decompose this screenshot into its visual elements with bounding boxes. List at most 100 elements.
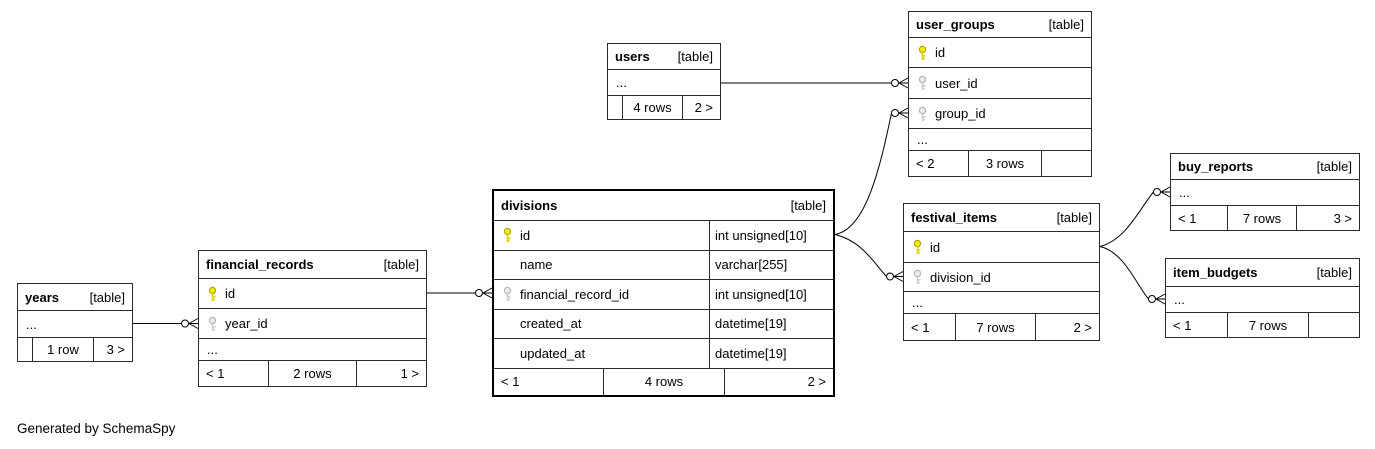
column-name: created_at bbox=[520, 316, 582, 332]
column-name: group_id bbox=[935, 106, 986, 121]
table-header[interactable]: buy_reports [table] bbox=[1171, 154, 1359, 180]
primary-key-icon bbox=[912, 239, 924, 255]
column-name: financial_record_id bbox=[520, 286, 630, 302]
table-buy_reports[interactable]: buy_reports [table] ... < 1 7 rows 3 > bbox=[1170, 153, 1360, 231]
column-name: ... bbox=[26, 316, 37, 332]
footer-rowcount: 7 rows bbox=[1228, 206, 1297, 230]
column-type: int unsigned[10] bbox=[709, 280, 833, 309]
table-name[interactable]: festival_items bbox=[911, 210, 997, 225]
table-footer: < 1 7 rows 3 > bbox=[1171, 206, 1359, 230]
edge-users-to-user_groups bbox=[721, 77, 909, 89]
table-name[interactable]: item_budgets bbox=[1173, 265, 1258, 280]
column-row-id: id int unsigned[10] bbox=[494, 221, 833, 251]
foreign-key-icon bbox=[207, 316, 219, 332]
table-name[interactable]: buy_reports bbox=[1178, 159, 1254, 174]
column-name: ... bbox=[616, 75, 627, 90]
foreign-key-icon bbox=[917, 106, 929, 122]
table-item_budgets[interactable]: item_budgets [table] ... < 1 7 rows bbox=[1165, 258, 1360, 338]
column-name: division_id bbox=[930, 269, 991, 285]
column-name: ... bbox=[917, 132, 928, 147]
table-festival_items[interactable]: festival_items [table] id division_id ..… bbox=[903, 203, 1100, 341]
column-name: updated_at bbox=[520, 345, 586, 361]
column-row-id: id bbox=[904, 232, 1099, 263]
column-type: varchar[255] bbox=[709, 250, 833, 279]
footer-parents[interactable]: < 2 bbox=[909, 151, 969, 176]
footer-rowcount: 4 rows bbox=[623, 96, 683, 119]
primary-key-icon bbox=[502, 227, 514, 243]
footer-children[interactable]: 3 > bbox=[106, 342, 125, 357]
column-row-id: id bbox=[199, 279, 426, 309]
table-footer: 4 rows 2 > bbox=[608, 96, 720, 119]
footer-parents[interactable]: < 1 bbox=[494, 368, 604, 395]
column-row-updated_at: updated_at datetime[19] bbox=[494, 339, 833, 369]
column-row-financial_record_id: financial_record_id int unsigned[10] bbox=[494, 280, 833, 310]
table-name[interactable]: financial_records bbox=[206, 257, 314, 272]
footer-children bbox=[1042, 151, 1091, 176]
column-name: year_id bbox=[225, 316, 268, 331]
footer-parents[interactable]: < 1 bbox=[1171, 206, 1228, 230]
generated-by-note: Generated by SchemaSpy bbox=[17, 421, 176, 436]
footer-children[interactable]: 2 > bbox=[694, 100, 713, 115]
table-name[interactable]: years bbox=[25, 289, 59, 305]
table-users[interactable]: users [table] ... 4 rows 2 > bbox=[607, 43, 721, 120]
column-type: datetime[19] bbox=[709, 339, 833, 368]
table-header[interactable]: users [table] bbox=[608, 44, 720, 70]
table-header[interactable]: years [table] bbox=[18, 284, 132, 311]
footer-parents[interactable]: < 1 bbox=[1166, 313, 1228, 337]
table-badge: [table] bbox=[1056, 210, 1092, 225]
table-footer: 1 row 3 > bbox=[18, 338, 132, 361]
column-type: datetime[19] bbox=[709, 309, 833, 338]
more-columns-row: ... bbox=[909, 129, 1091, 151]
footer-parents[interactable]: < 1 bbox=[199, 361, 269, 386]
footer-rowcount: 2 rows bbox=[269, 361, 357, 386]
table-header[interactable]: financial_records [table] bbox=[199, 251, 426, 279]
table-name[interactable]: users bbox=[615, 49, 650, 64]
edge-financial_records-to-divisions bbox=[427, 287, 493, 299]
table-badge: [table] bbox=[1048, 17, 1084, 32]
column-row-year_id: year_id bbox=[199, 309, 426, 339]
edge-years-to-financial_records bbox=[133, 318, 199, 329]
table-badge: [table] bbox=[1316, 159, 1352, 174]
footer-children[interactable]: 1 > bbox=[400, 366, 419, 381]
table-divisions[interactable]: divisions [table] id int unsigned[10] na… bbox=[492, 189, 835, 397]
column-name: id bbox=[225, 286, 236, 301]
footer-parents bbox=[608, 96, 623, 119]
footer-parents[interactable]: < 1 bbox=[904, 314, 956, 340]
table-name[interactable]: user_groups bbox=[916, 17, 995, 32]
more-columns-row: ... bbox=[1171, 180, 1359, 206]
column-row-division_id: division_id bbox=[904, 263, 1099, 292]
table-financial_records[interactable]: financial_records [table] id year_id ...… bbox=[198, 250, 427, 387]
column-name: ... bbox=[1179, 185, 1190, 200]
footer-children[interactable]: 2 > bbox=[1073, 319, 1092, 335]
column-name: id bbox=[930, 239, 941, 255]
table-header[interactable]: item_budgets [table] bbox=[1166, 259, 1359, 287]
edge-festival_items-to-buy_reports bbox=[1099, 186, 1171, 247]
footer-children[interactable]: 2 > bbox=[807, 374, 826, 389]
foreign-key-icon bbox=[502, 286, 514, 302]
table-name[interactable]: divisions bbox=[501, 198, 558, 213]
table-footer: < 1 2 rows 1 > bbox=[199, 361, 426, 386]
footer-children[interactable]: 3 > bbox=[1333, 210, 1352, 226]
more-columns-row: ... bbox=[18, 311, 132, 338]
table-years[interactable]: years [table] ... 1 row 3 > bbox=[17, 283, 133, 362]
table-user_groups[interactable]: user_groups [table] id user_id group_id … bbox=[908, 11, 1092, 177]
table-header[interactable]: festival_items [table] bbox=[904, 204, 1099, 232]
table-footer: < 2 3 rows bbox=[909, 151, 1091, 176]
more-columns-row: ... bbox=[199, 339, 426, 361]
primary-key-icon bbox=[207, 286, 219, 302]
table-badge: [table] bbox=[790, 198, 826, 213]
footer-rowcount: 7 rows bbox=[956, 314, 1036, 340]
column-name: ... bbox=[912, 295, 923, 310]
table-footer: < 1 7 rows bbox=[1166, 313, 1359, 337]
primary-key-icon bbox=[917, 45, 929, 61]
edge-divisions-to-festival_items bbox=[834, 234, 904, 282]
column-row-id: id bbox=[909, 38, 1091, 68]
more-columns-row: ... bbox=[1166, 287, 1359, 313]
foreign-key-icon bbox=[912, 269, 924, 285]
table-footer: < 1 7 rows 2 > bbox=[904, 314, 1099, 340]
table-badge: [table] bbox=[89, 289, 125, 305]
column-row-group_id: group_id bbox=[909, 99, 1091, 129]
table-header[interactable]: user_groups [table] bbox=[909, 12, 1091, 38]
footer-rowcount: 3 rows bbox=[969, 151, 1042, 176]
table-header[interactable]: divisions [table] bbox=[494, 191, 833, 221]
